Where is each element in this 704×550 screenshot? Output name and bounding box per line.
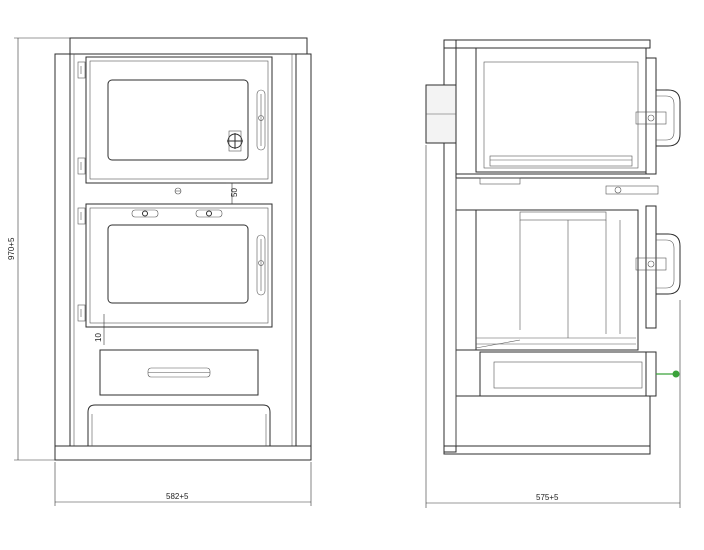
side-depth-label: 575+5 — [536, 493, 559, 502]
upper-handle-profile — [656, 89, 681, 147]
firebox — [475, 209, 639, 351]
side-top-plate — [443, 39, 651, 49]
upper-door-handle — [256, 89, 266, 151]
firebox-rear — [455, 209, 477, 351]
side-dimensions: 575+5 — [425, 145, 681, 508]
upper-door-window — [107, 79, 249, 161]
lower-door — [85, 203, 273, 328]
ash-drawer — [99, 349, 259, 396]
upper-door — [85, 56, 273, 184]
front-plinth — [54, 445, 312, 461]
air-control-left — [131, 209, 159, 218]
lower-handle-profile — [656, 233, 681, 295]
storage-opening — [87, 404, 271, 446]
front-view: 50 10 — [54, 37, 312, 461]
lower-hinge-top — [77, 207, 86, 225]
lower-door-profile — [645, 205, 657, 329]
upper-hinge-bottom — [77, 157, 86, 175]
front-body — [54, 53, 312, 447]
front-width-label: 582+5 — [166, 492, 189, 501]
lower-door-window — [107, 224, 249, 304]
damper-rod — [605, 185, 659, 195]
upper-hinge-top — [77, 61, 86, 79]
side-view — [425, 39, 681, 455]
gap-dimension-label: 50 — [230, 188, 239, 197]
offset-dimension-label: 10 — [94, 333, 103, 342]
front-height-label: 970+5 — [7, 237, 16, 260]
upper-door-profile — [645, 57, 657, 175]
lower-door-handle — [256, 234, 266, 296]
air-control-right — [195, 209, 223, 218]
upper-oven — [475, 47, 647, 173]
lower-hinge-bottom — [77, 304, 86, 322]
side-base — [443, 445, 651, 455]
side-ash-drawer — [479, 351, 647, 397]
front-top-cap — [69, 37, 308, 55]
thermometer-icon — [227, 130, 243, 152]
front-dimensions: 970+5 582+5 — [7, 37, 312, 506]
drawer-knob-green — [672, 370, 680, 378]
